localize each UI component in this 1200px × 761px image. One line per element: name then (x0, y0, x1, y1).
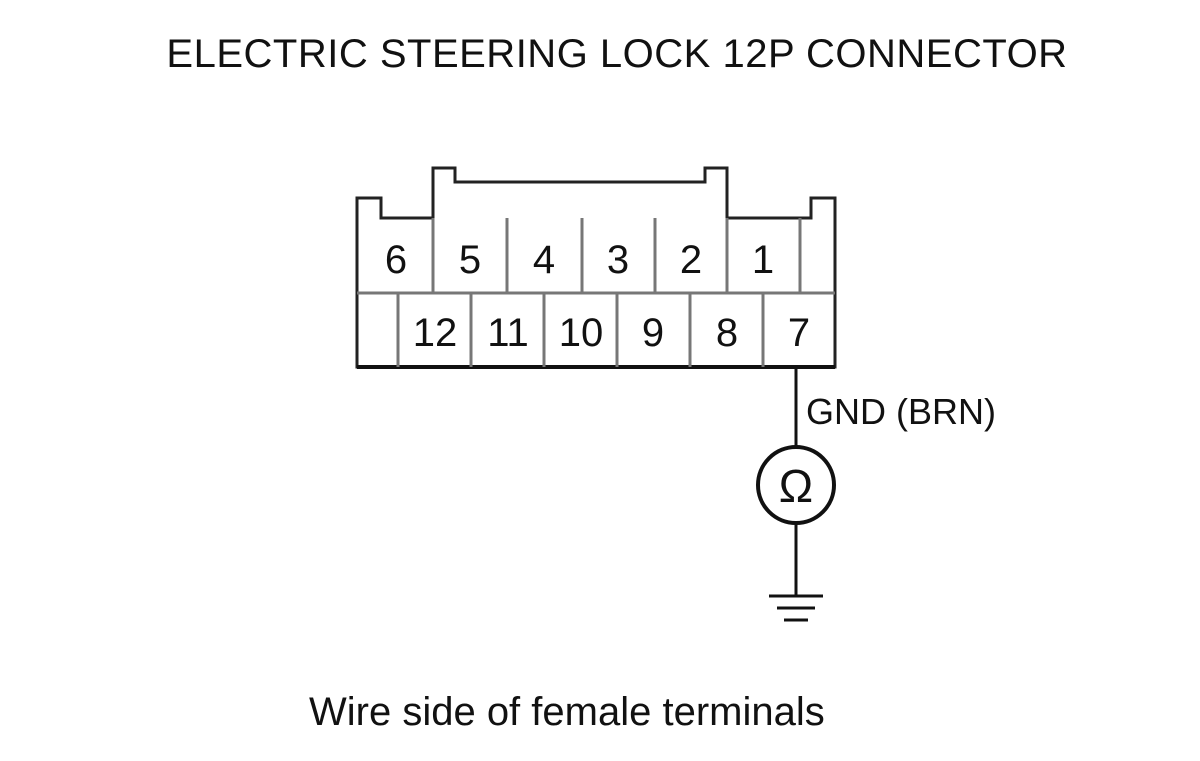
bottom-row-dividers (396, 293, 765, 367)
top-row-pins: 6 5 4 3 2 1 (385, 238, 774, 282)
pin-9: 9 (642, 311, 664, 355)
pin-7: 7 (788, 311, 810, 355)
pin-4: 4 (533, 238, 555, 282)
wire-label: GND (BRN) (806, 391, 996, 432)
bottom-row-pins: 12 11 10 9 8 7 (413, 311, 810, 355)
pin-3: 3 (607, 238, 629, 282)
pin-12: 12 (413, 311, 458, 355)
pin-6: 6 (385, 238, 407, 282)
meter-symbol: Ω (779, 460, 813, 512)
diagram-title: ELECTRIC STEERING LOCK 12P CONNECTOR (166, 32, 1068, 76)
pin-11: 11 (487, 311, 529, 355)
top-row-dividers (431, 218, 802, 293)
connector-housing (355, 166, 837, 369)
pin-5: 5 (459, 238, 481, 282)
diagram-caption: Wire side of female terminals (309, 690, 825, 734)
ground-icon (769, 594, 823, 622)
ohmmeter-icon: Ω (756, 445, 836, 525)
pin-1: 1 (752, 238, 774, 282)
pin-8: 8 (716, 311, 738, 355)
pin-10: 10 (559, 311, 604, 355)
pin-2: 2 (680, 238, 702, 282)
